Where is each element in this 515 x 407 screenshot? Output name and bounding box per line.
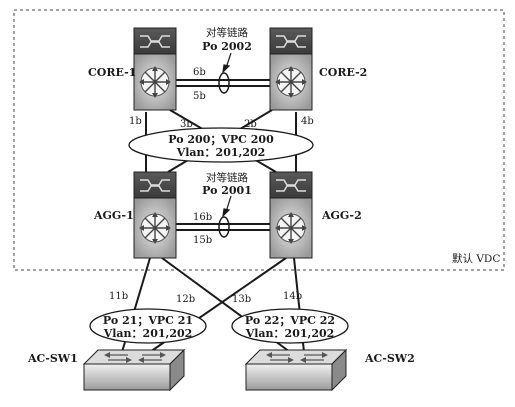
peer-link-agg-ring — [218, 216, 230, 238]
vpc-core-line2: Vlan：201,202 — [176, 146, 266, 159]
peer-link-agg-title: 对等链路 — [206, 171, 248, 184]
vpc-acsw1-line1: Po 21；VPC 21 — [103, 314, 193, 327]
ac-sw1-switch-icon[interactable] — [82, 348, 186, 392]
port-2b: 2b — [244, 119, 257, 130]
vpc-acsw1-line2: Vlan：201,202 — [103, 327, 193, 340]
peer-link-core-title: 对等链路 — [206, 26, 248, 39]
ac-sw2-switch-icon[interactable] — [244, 348, 348, 392]
vpc-acsw1-ellipse — [89, 308, 207, 344]
peer-link-core-ring — [218, 72, 230, 94]
vdc-boundary — [13, 9, 505, 271]
port-11b: 11b — [109, 291, 128, 302]
port-16b: 16b — [193, 212, 212, 223]
vpc-acsw2-line1: Po 22；VPC 22 — [245, 314, 335, 327]
port-4b: 4b — [301, 116, 314, 127]
port-14b: 14b — [283, 291, 302, 302]
core-2-label: CORE-2 — [319, 66, 367, 79]
peer-link-core-po: Po 2002 — [202, 40, 252, 53]
arrows — [222, 52, 232, 218]
vpc-acsw2-line2: Vlan：201,202 — [245, 327, 335, 340]
vpc-acsw2-ellipse — [231, 308, 349, 344]
ac-sw2-label: AC-SW2 — [364, 352, 415, 365]
port-6b: 6b — [193, 67, 206, 78]
vpc-core-ellipse — [128, 127, 314, 163]
core-1-switch-icon[interactable] — [133, 27, 177, 111]
port-13b: 13b — [232, 294, 251, 305]
agg-1-switch-icon[interactable] — [133, 171, 177, 259]
agg-2-label: AGG-2 — [321, 209, 362, 222]
ac-sw1-label: AC-SW1 — [27, 352, 78, 365]
agg-2-switch-icon[interactable] — [269, 171, 313, 259]
port-1b: 1b — [129, 116, 142, 127]
port-15b: 15b — [193, 235, 212, 246]
port-12b: 12b — [176, 294, 195, 305]
core-1-label: CORE-1 — [88, 66, 136, 79]
port-5b: 5b — [193, 91, 206, 102]
port-3b: 3b — [180, 119, 193, 130]
agg-1-label: AGG-1 — [93, 209, 134, 222]
peer-link-agg-po: Po 2001 — [202, 184, 252, 197]
core-2-switch-icon[interactable] — [269, 27, 313, 111]
vdc-label: 默认 VDC — [452, 252, 500, 265]
vpc-core-line1: Po 200；VPC 200 — [168, 133, 274, 146]
